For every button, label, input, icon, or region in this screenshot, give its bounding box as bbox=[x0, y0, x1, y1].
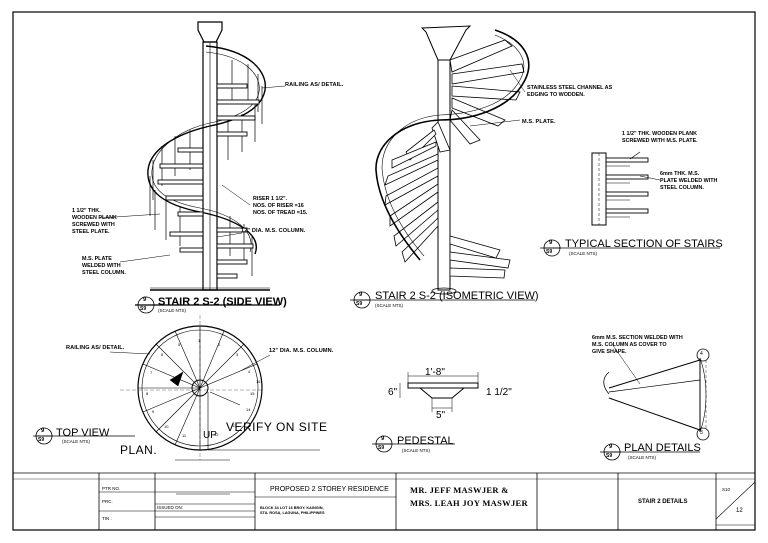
sheet-border bbox=[12, 11, 756, 531]
tread-number-2: 2 bbox=[218, 342, 221, 347]
tread-number-3: 3 bbox=[236, 352, 239, 357]
tread-number-1: 1 bbox=[198, 338, 201, 343]
isometric-view-drawing bbox=[375, 25, 530, 295]
iso-view-scale: (SCALE NTS) bbox=[375, 303, 404, 308]
pedestal-width-dim: 1'-8" bbox=[425, 367, 445, 378]
sheet-total: 12 bbox=[736, 508, 743, 514]
tread-number-6: 6 bbox=[161, 352, 164, 357]
top-view-title: TOP VIEW bbox=[56, 427, 110, 439]
tread-number-7: 7 bbox=[150, 370, 153, 375]
tread-number-15: 15 bbox=[250, 391, 255, 396]
tread-number-11: 11 bbox=[182, 433, 187, 438]
tread-number-5: 5 bbox=[178, 342, 181, 347]
section-plank-note: 1 1/2" THK. WOODEN PLANK SCREWED WITH M.… bbox=[622, 131, 698, 145]
prc-label: PRC. bbox=[102, 499, 113, 504]
title-block bbox=[13, 472, 756, 530]
tin-label: TIN : bbox=[102, 516, 112, 521]
iso-plate-note: M.S. PLATE. bbox=[522, 119, 556, 125]
side-view-title: STAIR 2 S-2 (SIDE VIEW) bbox=[158, 296, 287, 308]
section-bubble-top: 9 bbox=[549, 240, 553, 246]
top-view-drawing bbox=[109, 315, 320, 461]
top-bubble-top: 9 bbox=[41, 428, 45, 434]
tread-number-4: 4 bbox=[248, 369, 251, 374]
iso-bubble-bottom: S9 bbox=[356, 301, 363, 307]
side-plate-note: M.S. PLATE WELDED WITH STEEL COLUMN. bbox=[82, 256, 126, 277]
section-title: TYPICAL SECTION OF STAIRS bbox=[565, 238, 723, 250]
pedestal-bubble-top: 9 bbox=[381, 436, 385, 442]
side-view-scale: (SCALE NTS) bbox=[158, 308, 187, 313]
side-column-note: 12" DIA. M.S. COLUMN. bbox=[241, 228, 306, 234]
tread-number-12: 12 bbox=[214, 432, 219, 437]
tread-number-10: 10 bbox=[164, 424, 169, 429]
project-title: PROPOSED 2 STOREY RESIDENCE bbox=[270, 486, 389, 493]
plan-details-title: PLAN DETAILS bbox=[624, 442, 701, 454]
side-bubble-bottom: S9 bbox=[140, 306, 147, 312]
section-bubble-bottom: S9 bbox=[546, 249, 553, 255]
client-names: MR. JEFF MASWJER & MRS. LEAH JOY MASWJER bbox=[410, 485, 528, 509]
plan-bubble-bottom: S9 bbox=[606, 453, 613, 459]
top-view-scale: (SCALE NTS) bbox=[62, 439, 91, 444]
plan-details-drawing bbox=[603, 343, 710, 441]
section-plate-note: 6mm THK. M.S. PLATE WELDED WITH STEEL CO… bbox=[660, 171, 718, 192]
side-view-drawing bbox=[99, 21, 286, 291]
sheet-number: S10 bbox=[722, 487, 731, 492]
iso-bubble-top: 9 bbox=[359, 292, 363, 298]
pedestal-neck-dim: 5" bbox=[436, 410, 446, 421]
plan-details-note: 6mm M.S. SECTION WELDED WITH M.S. COLUMN… bbox=[592, 335, 683, 356]
side-riser-note: RISER 1 1/2". NOS. OF RISER =16 NOS. OF … bbox=[253, 196, 308, 217]
typical-section-drawing bbox=[591, 151, 661, 226]
pedestal-bubble-bottom: S9 bbox=[378, 445, 385, 451]
plan-bubble-top: 9 bbox=[609, 444, 613, 450]
top-column-note: 12" DIA. M.S. COLUMN. bbox=[269, 348, 334, 354]
side-railing-note: RAILING AS/ DETAIL. bbox=[285, 82, 344, 88]
tread-number-16: 16 bbox=[256, 379, 261, 384]
pedestal-thk-dim: 1 1/2" bbox=[486, 387, 512, 398]
top-bubble-bottom: S9 bbox=[38, 437, 45, 443]
project-location: BLOCK 34 LOT 16 BRGY. KAINGIN, STA. ROSA… bbox=[260, 506, 325, 515]
tread-number-8: 8 bbox=[146, 391, 149, 396]
tread-number-13: 13 bbox=[232, 423, 237, 428]
issued-label: ISSUED ON: bbox=[157, 505, 184, 510]
top-plan-word: PLAN. bbox=[120, 443, 158, 457]
top-up-label: UP bbox=[203, 430, 217, 441]
sheet-title: STAIR 2 DETAILS bbox=[638, 499, 688, 505]
pedestal-title: PEDESTAL bbox=[397, 435, 454, 447]
view-bubbles bbox=[33, 239, 720, 461]
top-railing-note: RAILING AS/ DETAIL. bbox=[66, 345, 125, 351]
iso-view-title: STAIR 2 S-2 (ISOMETRIC VIEW) bbox=[375, 290, 539, 302]
iso-channel-note: STAINLESS STEEL CHANNEL AS EDGING TO WOD… bbox=[527, 85, 613, 99]
ptr-label: PTR NO. bbox=[102, 486, 121, 491]
pedestal-scale: (SCALE NTS) bbox=[402, 448, 431, 453]
section-scale: (SCALE NTS) bbox=[569, 251, 598, 256]
tread-number-14: 14 bbox=[246, 407, 251, 412]
plan-grid-bottom: 3 bbox=[700, 430, 703, 436]
top-verify-note: VERIFY ON SITE bbox=[226, 420, 328, 434]
side-plank-note: 1 1/2" THK. WOODEN PLANK SCREWED WITH ST… bbox=[72, 208, 117, 236]
plan-grid-top: 4 bbox=[700, 351, 703, 357]
pedestal-drawing bbox=[399, 372, 479, 412]
tread-number-9: 9 bbox=[152, 409, 155, 414]
plan-details-scale: (SCALE NTS) bbox=[628, 455, 657, 460]
side-bubble-top: 9 bbox=[143, 297, 147, 303]
pedestal-height-dim: 6" bbox=[388, 387, 398, 398]
